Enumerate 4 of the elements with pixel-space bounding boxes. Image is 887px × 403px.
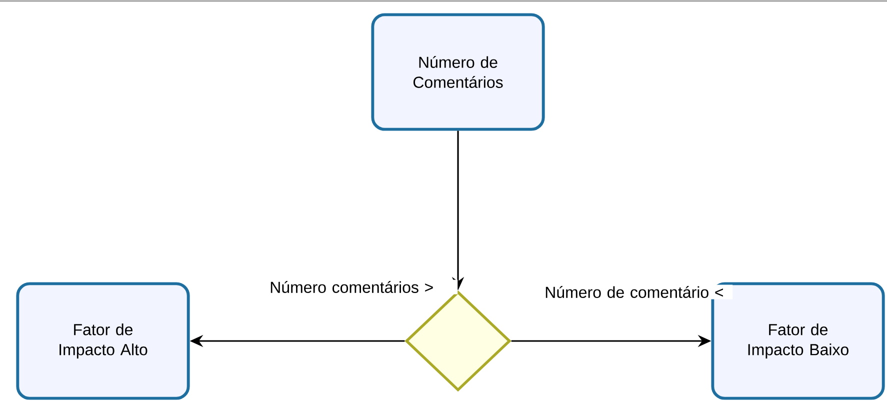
- process-box: Fator de Impacto Alto: [16, 282, 190, 400]
- edge-label: Número comentários >: [268, 280, 458, 294]
- edge-label: Número de comentário <: [543, 284, 733, 300]
- process-box: Número de Comentários: [371, 13, 545, 131]
